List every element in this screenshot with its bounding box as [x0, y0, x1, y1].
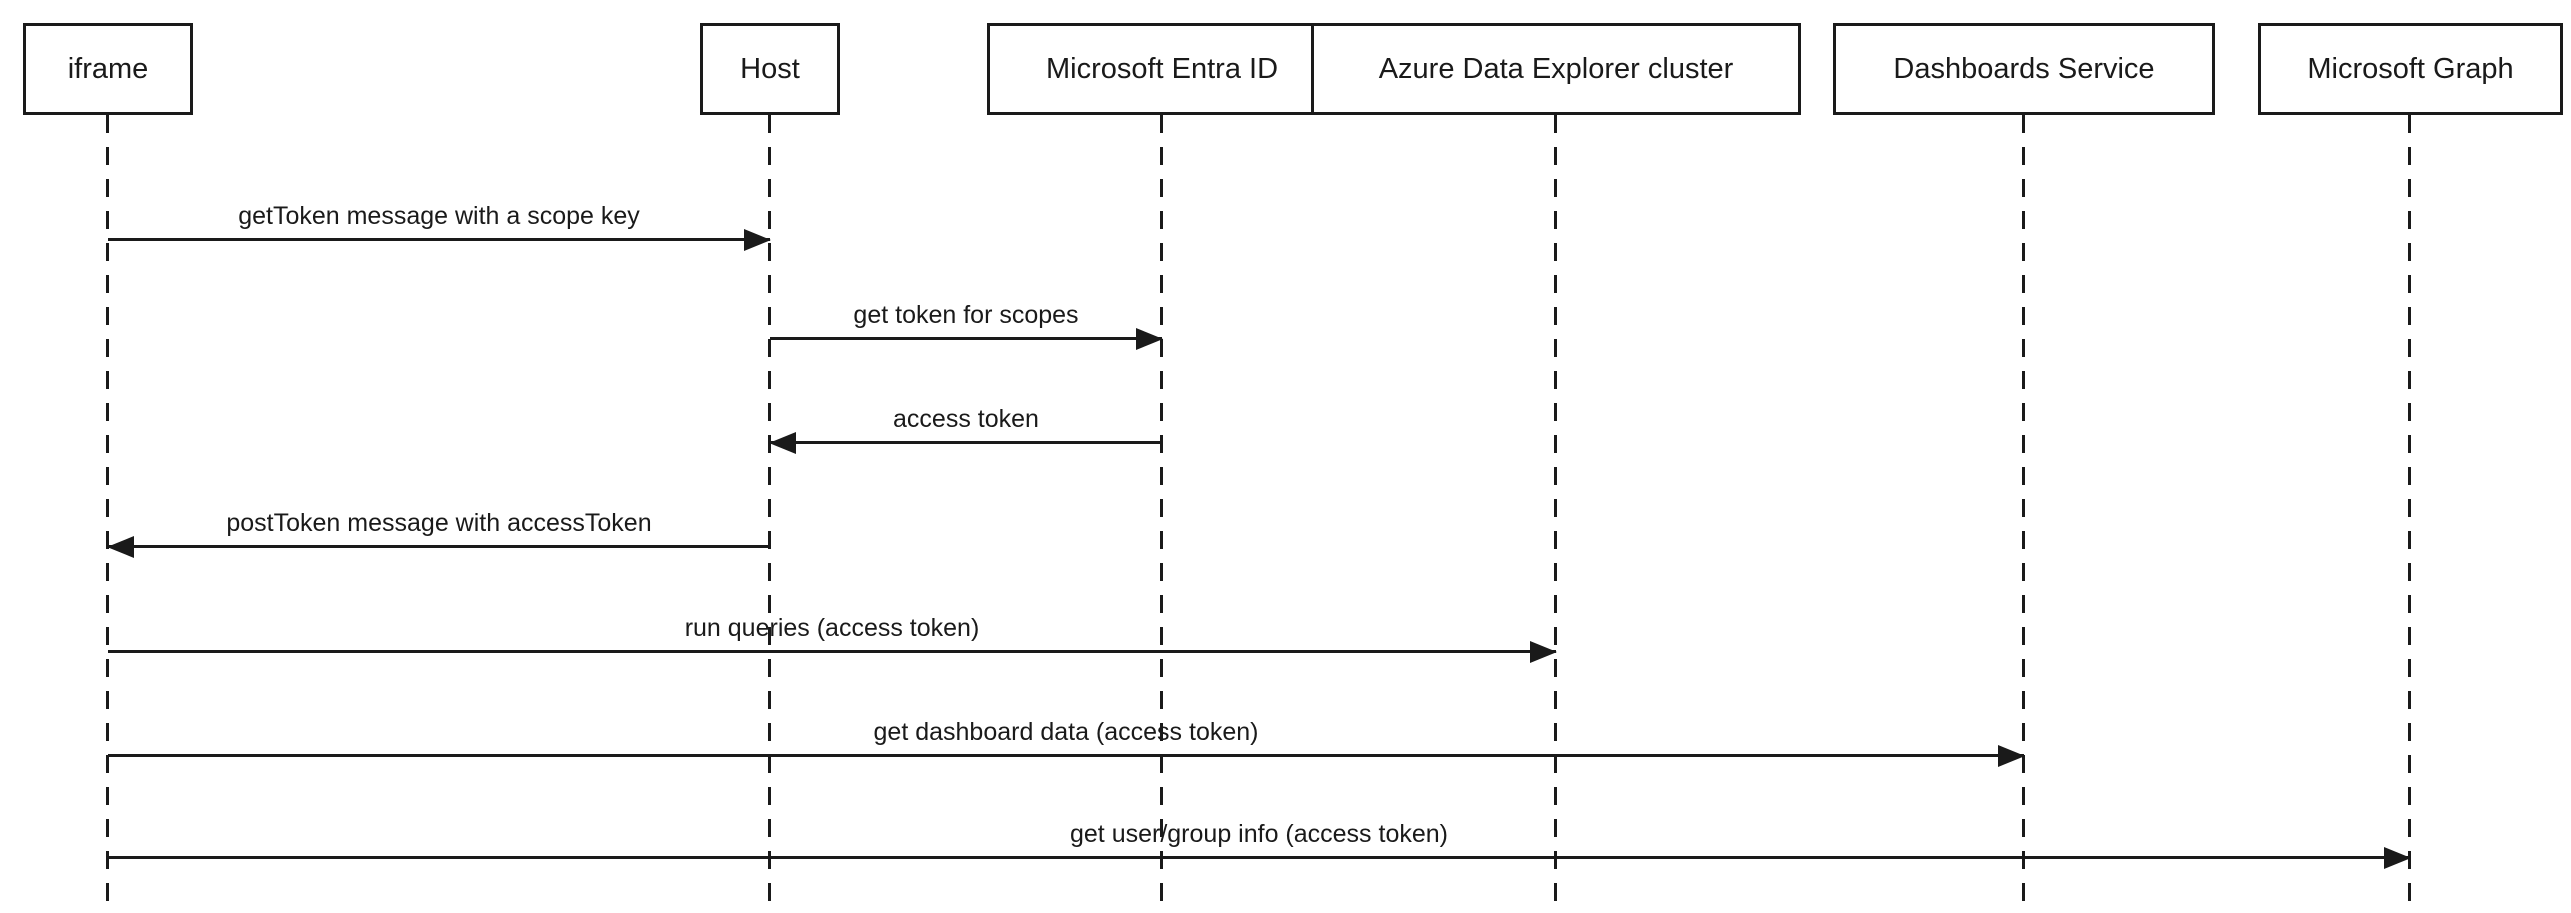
message-line — [108, 754, 2024, 757]
actor-box-host: Host — [700, 23, 840, 115]
actor-box-iframe: iframe — [23, 23, 193, 115]
message-get-dashboard-data: get dashboard data (access token) — [108, 703, 2025, 767]
actor-box-microsoft-graph: Microsoft Graph — [2258, 23, 2563, 115]
actor-box-azure-data-explorer-cluster: Azure Data Explorer cluster — [1311, 23, 1801, 115]
message-access-token: access token — [769, 390, 1162, 454]
message-get-user-group-info: get user/group info (access token) — [108, 805, 2411, 869]
actor-box-dashboards-service: Dashboards Service — [1833, 23, 2215, 115]
arrowhead-right-icon — [1136, 328, 1163, 350]
lifeline-host — [768, 115, 771, 913]
message-label: postToken message with accessToken — [226, 509, 652, 537]
lifeline-dashboards-service — [2022, 115, 2025, 913]
arrowhead-right-icon — [1998, 745, 2025, 767]
actor-label: Microsoft Entra ID — [1045, 52, 1279, 85]
message-line — [770, 441, 1162, 444]
message-label: getToken message with a scope key — [238, 202, 640, 230]
lifeline-microsoft-entra-id — [1160, 115, 1163, 913]
arrowhead-right-icon — [2384, 847, 2411, 869]
lifeline-azure-data-explorer-cluster — [1554, 115, 1557, 913]
actor-label: Azure Data Explorer cluster — [1378, 52, 1734, 85]
arrowhead-right-icon — [1530, 641, 1557, 663]
actor-box-microsoft-entra-id: Microsoft Entra ID — [987, 23, 1337, 115]
arrowhead-right-icon — [744, 229, 771, 251]
actor-label: Dashboards Service — [1893, 52, 2155, 85]
message-label: access token — [893, 405, 1039, 433]
message-line — [108, 238, 770, 241]
lifeline-microsoft-graph — [2408, 115, 2411, 913]
actor-label: Microsoft Graph — [2307, 52, 2514, 85]
lifeline-iframe — [106, 115, 109, 913]
message-label: run queries (access token) — [684, 614, 980, 642]
message-label: get user/group info (access token) — [1070, 820, 1448, 848]
actor-label: Host — [740, 52, 800, 85]
message-line — [770, 337, 1162, 340]
message-line — [108, 545, 770, 548]
message-get-token-for-scopes: get token for scopes — [770, 286, 1163, 350]
arrowhead-left-icon — [107, 536, 134, 558]
message-gettoken: getToken message with a scope key — [108, 187, 771, 251]
message-line — [108, 856, 2410, 859]
message-label: get dashboard data (access token) — [873, 718, 1259, 746]
message-posttoken: postToken message with accessToken — [107, 494, 770, 558]
actor-label: iframe — [67, 52, 149, 85]
arrowhead-left-icon — [769, 432, 796, 454]
message-label: get token for scopes — [853, 301, 1079, 329]
message-run-queries: run queries (access token) — [108, 599, 1557, 663]
message-line — [108, 650, 1556, 653]
